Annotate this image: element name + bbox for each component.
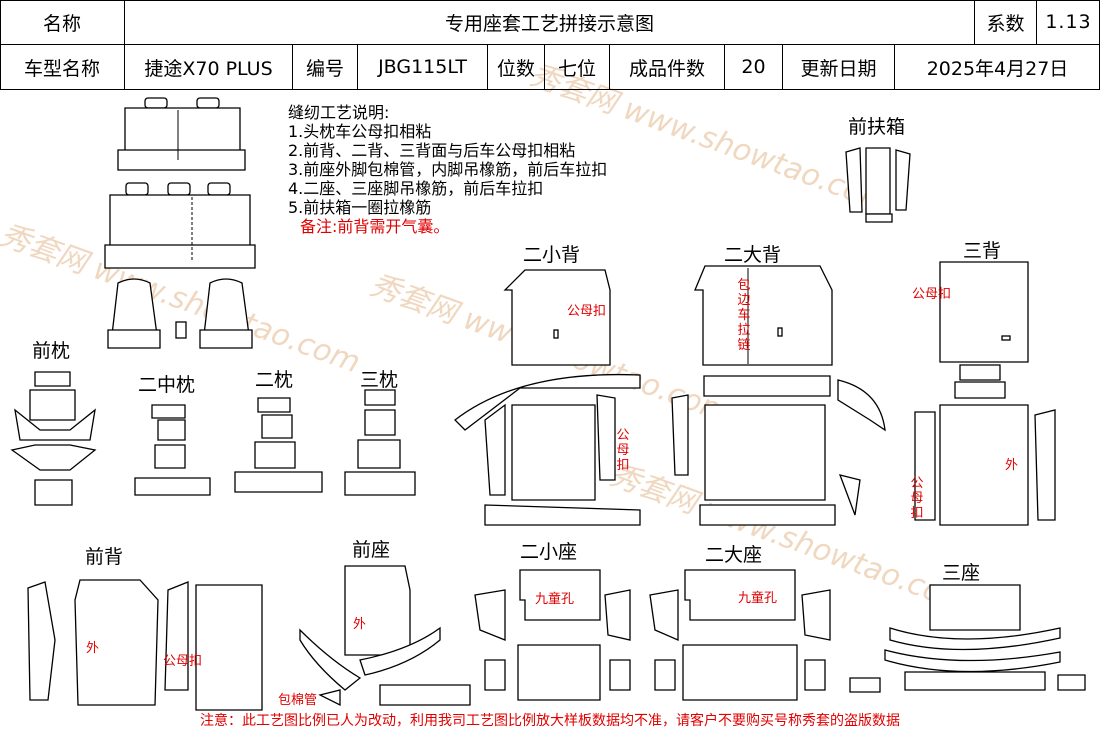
front-back-pattern	[27, 579, 263, 711]
third-seat-pattern	[849, 584, 1086, 693]
notes-heading: 缝纫工艺说明:	[288, 103, 390, 122]
second-mid-headrest-pattern	[134, 404, 211, 496]
second-small-back-pattern	[454, 269, 641, 526]
annotation-snap: 公母扣	[616, 428, 630, 473]
label-second-large-back: 二大背	[724, 244, 782, 266]
page-title: 专用座套工艺拼接示意图	[125, 0, 975, 44]
annotation-child-hole: 九童孔	[535, 592, 575, 607]
pieces-value: 20	[725, 45, 783, 89]
front-seat-overview	[107, 278, 253, 349]
second-headrest-pattern	[234, 397, 323, 493]
label-second-small-back: 二小背	[523, 244, 581, 266]
front-armrest-pattern	[845, 147, 911, 223]
third-headrest-pattern	[344, 389, 416, 496]
label-third-seat: 三座	[942, 562, 981, 584]
annotation-snap: 公母扣	[163, 654, 203, 669]
second-row-overview	[104, 182, 256, 269]
label-third-back: 三背	[963, 240, 1002, 262]
third-back-pattern	[914, 261, 1056, 526]
header-table: 名称 专用座套工艺拼接示意图 系数 1.13 车型名称 捷途X70 PLUS 编…	[0, 0, 1100, 90]
model-label: 车型名称	[0, 45, 125, 89]
annotation-edge-zip: 包边车拉链	[737, 278, 751, 353]
label-second-headrest: 二枕	[255, 369, 294, 391]
label-second-mid-headrest: 二中枕	[138, 374, 196, 396]
date-label: 更新日期	[783, 45, 895, 89]
annotation-outer: 外	[1005, 458, 1019, 473]
notes-remark: 备注:前背需开气囊。	[300, 217, 450, 236]
annotation-child-hole: 九童孔	[738, 591, 778, 606]
pieces-label: 成品件数	[610, 45, 725, 89]
second-large-back-pattern	[671, 265, 886, 526]
label-second-large-seat: 二大座	[705, 544, 763, 566]
label-third-headrest: 三枕	[360, 369, 399, 391]
second-small-seat-pattern	[474, 569, 631, 701]
annotation-outer: 外	[86, 641, 100, 656]
coef-label: 系数	[975, 0, 1037, 44]
label-front-seat: 前座	[352, 539, 391, 561]
annotation-snap: 公母扣	[567, 304, 607, 319]
note-item: 5.前扶箱一圈拉橡筋	[288, 198, 432, 217]
note-item: 2.前背、二背、三背面与后车公母扣相粘	[288, 141, 576, 160]
model-value: 捷途X70 PLUS	[125, 45, 293, 89]
note-item: 4.二座、三座脚吊橡筋，前后车拉扣	[288, 179, 544, 198]
front-seat-pattern	[299, 565, 471, 707]
coef-value: 1.13	[1045, 11, 1092, 33]
seats-label: 位数	[488, 45, 545, 89]
annotation-cotton-tube: 包棉管	[278, 693, 318, 708]
sewing-notes: 缝纫工艺说明: 1.头枕车公母扣相粘 2.前背、二背、三背面与后车公母扣相粘 3…	[288, 103, 607, 236]
date-value: 2025年4月27日	[926, 57, 1069, 80]
label-front-headrest: 前枕	[32, 340, 71, 362]
seats-value: 七位	[545, 45, 610, 89]
note-item: 3.前座外脚包棉管，内脚吊橡筋，前后车拉扣	[288, 160, 608, 179]
note-item: 1.头枕车公母扣相粘	[288, 122, 432, 141]
annotation-outer: 外	[353, 617, 367, 632]
front-headrest-pattern	[10, 371, 97, 506]
code-value: JBG115LT	[358, 45, 488, 89]
annotation-snap: 公母扣	[910, 476, 924, 521]
footer-warning: 注意：此工艺图比例已人为改动，利用我司工艺图比例放大样板数据均不准，请客户不要购…	[200, 713, 900, 729]
label-front-back: 前背	[85, 546, 124, 568]
label-front-armrest: 前扶箱	[848, 116, 906, 138]
name-label: 名称	[0, 0, 125, 44]
code-label: 编号	[293, 45, 358, 89]
second-large-seat-pattern	[649, 569, 831, 701]
annotation-snap: 公母扣	[912, 287, 952, 302]
label-second-small-seat: 二小座	[520, 541, 578, 563]
third-row-overview	[117, 97, 246, 171]
